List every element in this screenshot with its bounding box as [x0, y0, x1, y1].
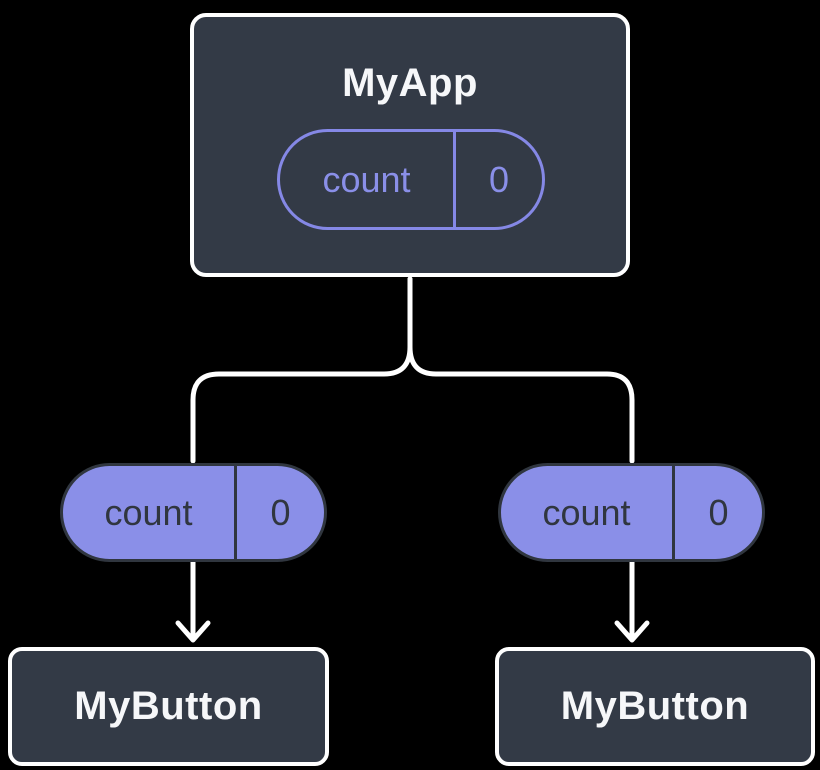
pill-divider: [672, 466, 675, 559]
myapp-node-title: MyApp: [342, 61, 478, 105]
left-prop-pill: count 0: [60, 463, 327, 562]
mybutton-right-node: MyButton: [495, 647, 815, 766]
arrow-left-head: [175, 620, 211, 643]
tree-branch-left: [190, 276, 413, 464]
right-prop-pill-label: count: [542, 491, 631, 533]
pill-divider: [234, 466, 237, 559]
state-pill-value: 0: [488, 158, 510, 200]
pill-divider: [453, 132, 456, 227]
left-prop-pill-value: 0: [270, 491, 291, 533]
arrow-right-head: [614, 620, 650, 643]
mybutton-left-node: MyButton: [8, 647, 329, 766]
mybutton-right-title: MyButton: [560, 684, 750, 728]
myapp-node: MyApp count 0: [190, 13, 630, 277]
myapp-state-pill: count 0: [277, 129, 545, 230]
left-prop-pill-label: count: [104, 491, 193, 533]
right-prop-pill: count 0: [498, 463, 765, 562]
mybutton-left-title: MyButton: [74, 684, 263, 728]
state-pill-label: count: [322, 158, 411, 200]
tree-branch-right: [407, 276, 635, 464]
right-prop-pill-value: 0: [708, 491, 729, 533]
